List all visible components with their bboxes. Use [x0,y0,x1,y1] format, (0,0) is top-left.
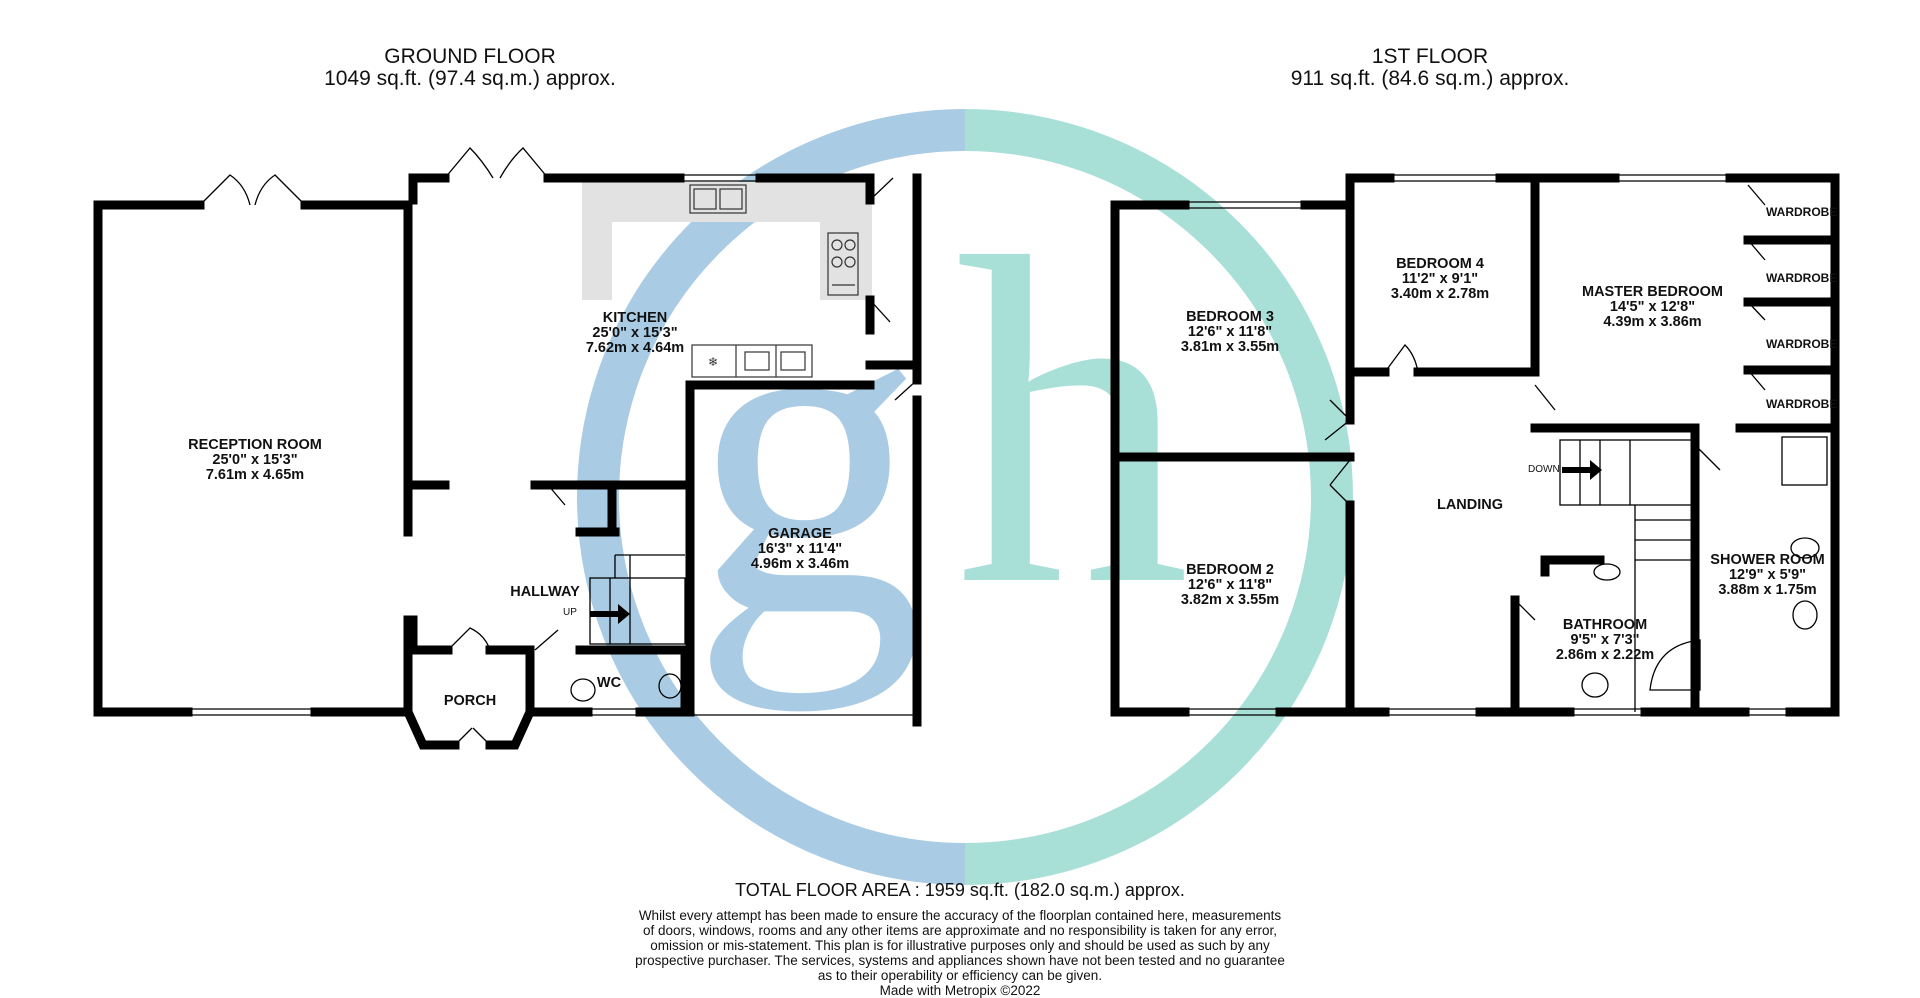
room-label-shower-room: SHOWER ROOM 12'9" x 5'9" 3.88m x 1.75m [1700,553,1835,598]
disclaimer-line: prospective purchaser. The services, sys… [635,953,1285,968]
room-label-bedroom4: BEDROOM 4 11'2" x 9'1" 3.40m x 2.78m [1375,257,1505,302]
room-imperial: 12'9" x 5'9" [1728,567,1807,583]
room-name: SHOWER ROOM [1710,552,1825,568]
wardrobe-label: WARDROBE [1766,205,1838,219]
stair-up-label: UP [563,607,577,618]
first-floor-walls [1110,173,1840,717]
room-name: KITCHEN [602,310,668,326]
ground-floor-fixtures [188,147,918,746]
appliances: ❄ [691,344,813,378]
room-imperial: 16'3" x 11'4" [757,541,843,557]
svg-text:❄: ❄ [708,355,718,369]
room-imperial: 11'2" x 9'1" [1401,271,1479,287]
disclaimer-line: Made with Metropix ©2022 [879,983,1041,998]
room-label-porch: PORCH [443,693,497,709]
room-name: BEDROOM 2 [1186,562,1274,578]
room-imperial: 14'5" x 12'8" [1609,299,1696,315]
first-floor-plan [1110,173,1840,717]
wardrobe-label: WARDROBE [1766,271,1838,285]
room-name: GARAGE [768,526,832,542]
hob-icon [827,232,859,296]
room-label-landing: LANDING [1436,497,1504,513]
room-name: BATHROOM [1562,617,1648,633]
stair-down-label: DOWN [1528,464,1560,475]
room-metric: 3.81m x 3.55m [1180,339,1280,355]
room-imperial: 12'6" x 11'8" [1187,324,1273,340]
room-label-garage: GARAGE 16'3" x 11'4" 4.96m x 3.46m [735,527,865,572]
room-metric: 7.62m x 4.64m [585,340,685,356]
room-imperial: 25'0" x 15'3" [212,452,298,468]
room-label-master-bedroom: MASTER BEDROOM 14'5" x 12'8" 4.39m x 3.8… [1570,285,1735,330]
first-floor-title: 1ST FLOOR [1371,45,1489,68]
watermark-letter-h: h [955,161,1190,682]
disclaimer-line: Whilst every attempt has been made to en… [638,908,1282,923]
room-label-bedroom2: BEDROOM 2 12'6" x 11'8" 3.82m x 3.55m [1160,563,1300,608]
room-metric: 7.61m x 4.65m [205,467,305,483]
room-imperial: 12'6" x 11'8" [1187,577,1273,593]
room-name: MASTER BEDROOM [1582,284,1723,300]
disclaimer-line: omission or mis-statement. This plan is … [650,938,1270,953]
room-label-bedroom3: BEDROOM 3 12'6" x 11'8" 3.81m x 3.55m [1160,310,1300,355]
room-metric: 4.96m x 3.46m [750,556,850,572]
room-imperial: 25'0" x 15'3" [592,325,678,341]
disclaimer-line: of doors, windows, rooms and any other i… [642,923,1278,938]
watermark-logo: g h [577,109,1353,885]
first-floor-area: 911 sq.ft. (84.6 sq.m.) approx. [1290,67,1570,90]
ground-floor-plan: ❄ [93,147,922,750]
watermark-ring-left [577,109,965,885]
stair-arrow-up [590,604,630,624]
room-metric: 4.39m x 3.86m [1603,314,1702,330]
ground-floor-area: 1049 sq.ft. (97.4 sq.m.) approx. [324,67,616,90]
room-label-hallway: HALLWAY [510,584,580,600]
room-label-bathroom: BATHROOM 9'5" x 7'3" 2.86m x 2.22m [1540,618,1670,663]
ground-floor-heading: GROUND FLOOR 1049 sq.ft. (97.4 sq.m.) ap… [290,46,650,90]
ground-floor-title: GROUND FLOOR [384,45,556,68]
disclaimer: Whilst every attempt has been made to en… [560,908,1360,998]
first-floor-fixtures [1185,174,1828,716]
room-metric: 2.86m x 2.22m [1555,647,1655,663]
kitchen-units [582,182,872,300]
room-metric: 3.82m x 3.55m [1180,592,1280,608]
wardrobe-label: WARDROBE [1766,397,1838,411]
watermark-letter-g: g [690,191,925,713]
room-name: RECEPTION ROOM [188,437,322,453]
room-label-reception: RECEPTION ROOM 25'0" x 15'3" 7.61m x 4.6… [160,438,350,483]
sink-icon [689,184,747,214]
watermark-ring-right [965,109,1353,885]
wardrobe-label: WARDROBE [1766,337,1838,351]
room-metric: 3.88m x 1.75m [1718,582,1817,598]
room-imperial: 9'5" x 7'3" [1570,632,1640,648]
room-name: BEDROOM 3 [1186,309,1274,325]
room-label-wc: WC [596,675,622,691]
room-name: BEDROOM 4 [1396,256,1484,272]
room-label-kitchen: KITCHEN 25'0" x 15'3" 7.62m x 4.64m [570,311,700,356]
stair-arrow-down [1562,460,1602,480]
ground-floor-walls [93,173,922,750]
room-metric: 3.40m x 2.78m [1390,286,1490,302]
disclaimer-line: as to their operability or efficiency ca… [817,968,1103,983]
total-floor-area: TOTAL FLOOR AREA : 1959 sq.ft. (182.0 sq… [735,880,1185,900]
first-floor-heading: 1ST FLOOR 911 sq.ft. (84.6 sq.m.) approx… [1240,46,1620,90]
